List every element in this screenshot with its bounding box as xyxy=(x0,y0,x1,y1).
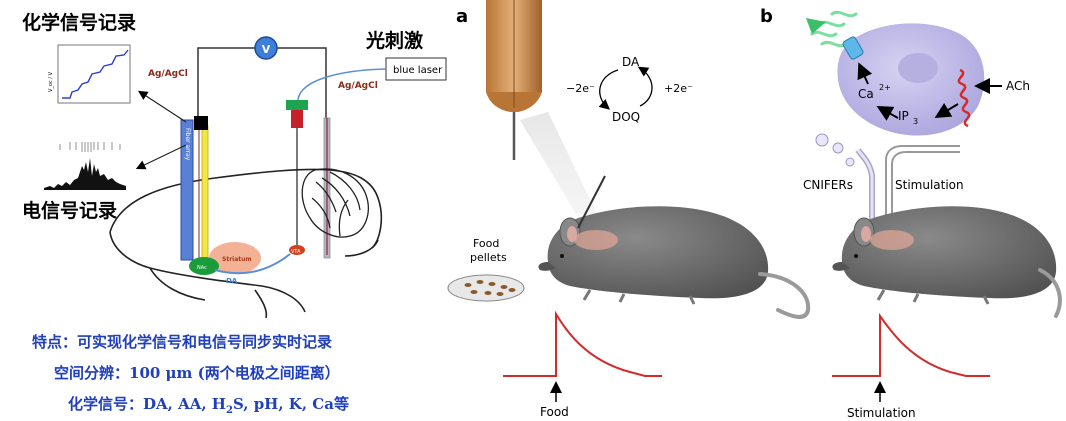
voltmeter-icon xyxy=(254,36,278,60)
laser-fiber xyxy=(297,68,387,101)
striatum-label: Striatum xyxy=(222,256,252,263)
fiber-array-probe xyxy=(180,119,194,261)
ip3-label: IP xyxy=(898,109,909,123)
food-dish xyxy=(447,274,525,302)
mouse-a xyxy=(538,206,811,319)
food-trace-label: Food xyxy=(540,405,569,419)
stimulation-label: Stimulation xyxy=(895,178,964,192)
cnifers-capillary xyxy=(815,133,875,238)
panel-b-label: b xyxy=(760,6,773,27)
ach-label: ACh xyxy=(1006,79,1030,93)
zoom-cone xyxy=(520,112,598,216)
elec-signal-plot xyxy=(42,140,128,190)
fiber-ferrule-red xyxy=(291,110,303,128)
indicator-sensor xyxy=(842,36,864,60)
da-pathway xyxy=(214,253,291,275)
stim-electrode xyxy=(885,145,960,238)
fiber-array-label: Fiber array xyxy=(184,128,191,161)
voltmeter-symbol: V xyxy=(262,43,271,56)
stimulation-trace xyxy=(832,312,990,377)
nac-label: NAc xyxy=(197,265,207,271)
brain-outline xyxy=(109,168,383,319)
electrode-left-label: Ag/AgCl xyxy=(148,69,188,79)
elec-recording-title: 电信号记录 xyxy=(22,200,118,222)
da-label: DA xyxy=(226,277,238,285)
ip3-subscript: 3 xyxy=(913,117,918,126)
cnifers-label: CNIFERs xyxy=(803,178,853,192)
vta-label: VTA xyxy=(291,249,301,255)
redox-da: DA xyxy=(622,55,640,69)
cerebellum xyxy=(301,168,369,238)
circuit-wires xyxy=(197,47,327,118)
working-electrode xyxy=(201,125,209,261)
redox-minus2e: −2e⁻ xyxy=(566,82,595,95)
cell-nucleus xyxy=(898,53,938,83)
redox-plus2e: +2e⁻ xyxy=(664,82,693,95)
chem-signal-plot: V_oc / V xyxy=(48,44,131,104)
striatum-region xyxy=(209,242,261,274)
feature-line-3: 化学信号：DA, AA, H2S, pH, K, Ca等 xyxy=(68,395,349,416)
probe-connector xyxy=(194,116,208,130)
light-stim-title: 光刺激 xyxy=(366,30,424,52)
electrode-right-label: Ag/AgCl xyxy=(338,81,378,91)
redox-doq: DOQ xyxy=(612,110,640,124)
svg-text:V_oc / V: V_oc / V xyxy=(48,71,54,92)
mouse-a-electrode xyxy=(577,175,606,229)
food-pellets xyxy=(464,280,516,296)
ach-receptor xyxy=(957,68,971,128)
emission-arrowhead xyxy=(806,18,826,34)
nac-region xyxy=(189,257,219,275)
blue-laser-label: blue laser xyxy=(393,65,443,76)
stimulation-trace-label: Stimulation xyxy=(847,406,916,420)
elec-pointer-arrow xyxy=(135,144,187,170)
feature-line-1: 特点：可实现化学信号和电信号同步实时记录 xyxy=(32,333,333,351)
mouse-b xyxy=(832,206,1062,318)
vta-spot xyxy=(289,245,305,255)
ca-label: Ca xyxy=(858,87,874,101)
food-pellets-label-1: Food xyxy=(473,237,499,250)
chem-recording-title: 化学信号记录 xyxy=(22,12,137,34)
ca-superscript: 2+ xyxy=(879,83,891,92)
food-pellets-label-2: pellets xyxy=(470,251,507,264)
redox-cycle xyxy=(598,66,653,110)
chem-pointer-arrow xyxy=(137,90,187,123)
feature-line-2: 空间分辨：100 μm (两个电极之间距离） xyxy=(54,364,340,382)
food-trace xyxy=(503,310,662,377)
panel-a-label: a xyxy=(456,6,468,27)
fiber-ferrule-green xyxy=(286,100,308,110)
